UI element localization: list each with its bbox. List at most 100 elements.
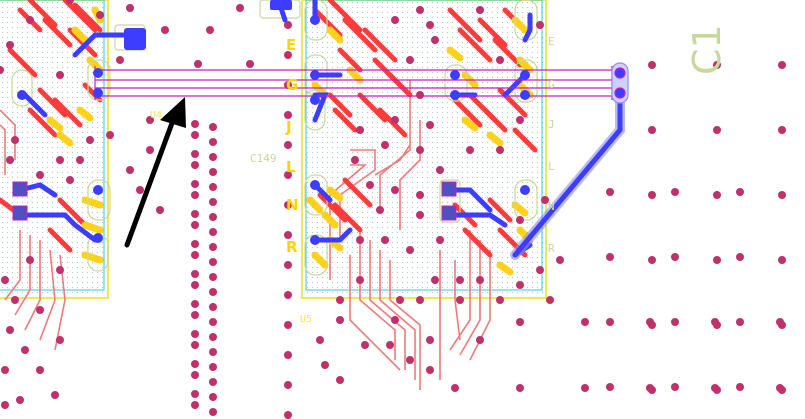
via[interactable] — [206, 26, 214, 34]
via[interactable] — [209, 288, 217, 296]
via[interactable] — [191, 210, 199, 218]
via[interactable] — [284, 201, 292, 209]
via[interactable] — [209, 228, 217, 236]
via[interactable] — [209, 348, 217, 356]
via[interactable] — [648, 191, 656, 199]
via[interactable] — [381, 236, 389, 244]
via[interactable] — [426, 21, 434, 29]
via[interactable] — [778, 256, 786, 264]
via[interactable] — [386, 341, 394, 349]
via[interactable] — [191, 360, 199, 368]
via[interactable] — [191, 390, 199, 398]
via[interactable] — [0, 66, 4, 74]
via[interactable] — [284, 351, 292, 359]
via-grid[interactable] — [0, 0, 786, 419]
test-pads[interactable] — [12, 181, 457, 221]
via[interactable] — [671, 383, 679, 391]
via[interactable] — [126, 166, 134, 174]
via[interactable] — [191, 131, 199, 139]
via[interactable] — [66, 176, 74, 184]
via[interactable] — [536, 21, 544, 29]
via[interactable] — [606, 188, 614, 196]
via[interactable] — [336, 376, 344, 384]
via[interactable] — [161, 26, 169, 34]
via[interactable] — [541, 196, 549, 204]
pad-outlines[interactable] — [11, 0, 538, 276]
via[interactable] — [581, 318, 589, 326]
via[interactable] — [713, 256, 721, 264]
via[interactable] — [1, 366, 9, 374]
via[interactable] — [646, 384, 654, 392]
via[interactable] — [476, 6, 484, 14]
via[interactable] — [606, 253, 614, 261]
via[interactable] — [284, 381, 292, 389]
via[interactable] — [209, 303, 217, 311]
via[interactable] — [209, 168, 217, 176]
via[interactable] — [406, 56, 414, 64]
via[interactable] — [26, 16, 34, 24]
via[interactable] — [191, 221, 199, 229]
via[interactable] — [209, 138, 217, 146]
via[interactable] — [736, 318, 744, 326]
via[interactable] — [431, 36, 439, 44]
via[interactable] — [416, 6, 424, 14]
via[interactable] — [191, 161, 199, 169]
via[interactable] — [356, 276, 364, 284]
via[interactable] — [284, 411, 292, 419]
via[interactable] — [671, 253, 679, 261]
via[interactable] — [1, 276, 9, 284]
via[interactable] — [209, 393, 217, 401]
via[interactable] — [646, 318, 654, 326]
top-traces[interactable] — [0, 0, 538, 258]
via[interactable] — [713, 61, 721, 69]
via[interactable] — [1, 401, 9, 409]
via[interactable] — [126, 4, 134, 12]
via[interactable] — [191, 180, 199, 188]
via[interactable] — [606, 318, 614, 326]
via[interactable] — [648, 126, 656, 134]
via[interactable] — [21, 346, 29, 354]
via[interactable] — [516, 318, 524, 326]
via[interactable] — [581, 384, 589, 392]
via[interactable] — [284, 111, 292, 119]
via[interactable] — [391, 16, 399, 24]
via[interactable] — [191, 300, 199, 308]
via[interactable] — [209, 153, 217, 161]
via[interactable] — [6, 41, 14, 49]
via[interactable] — [36, 306, 44, 314]
via[interactable] — [648, 256, 656, 264]
selection-handles[interactable] — [611, 62, 629, 104]
via[interactable] — [209, 333, 217, 341]
via[interactable] — [451, 384, 459, 392]
via[interactable] — [711, 318, 719, 326]
via[interactable] — [713, 126, 721, 134]
via[interactable] — [246, 60, 254, 68]
via[interactable] — [209, 408, 217, 416]
via[interactable] — [516, 116, 524, 124]
via[interactable] — [713, 191, 721, 199]
via[interactable] — [556, 256, 564, 264]
via[interactable] — [466, 146, 474, 154]
via[interactable] — [416, 191, 424, 199]
via[interactable] — [209, 363, 217, 371]
via[interactable] — [776, 318, 784, 326]
via[interactable] — [16, 396, 24, 404]
via[interactable] — [416, 296, 424, 304]
via[interactable] — [11, 296, 19, 304]
bottom-vias[interactable] — [17, 0, 530, 245]
via[interactable] — [776, 384, 784, 392]
via[interactable] — [456, 276, 464, 284]
via[interactable] — [416, 91, 424, 99]
via[interactable] — [284, 261, 292, 269]
via[interactable] — [209, 183, 217, 191]
via[interactable] — [236, 4, 244, 12]
via[interactable] — [416, 146, 424, 154]
via[interactable] — [496, 146, 504, 154]
via[interactable] — [191, 330, 199, 338]
via[interactable] — [391, 116, 399, 124]
via[interactable] — [671, 188, 679, 196]
via[interactable] — [351, 156, 359, 164]
via[interactable] — [284, 231, 292, 239]
via[interactable] — [736, 188, 744, 196]
via[interactable] — [496, 56, 504, 64]
